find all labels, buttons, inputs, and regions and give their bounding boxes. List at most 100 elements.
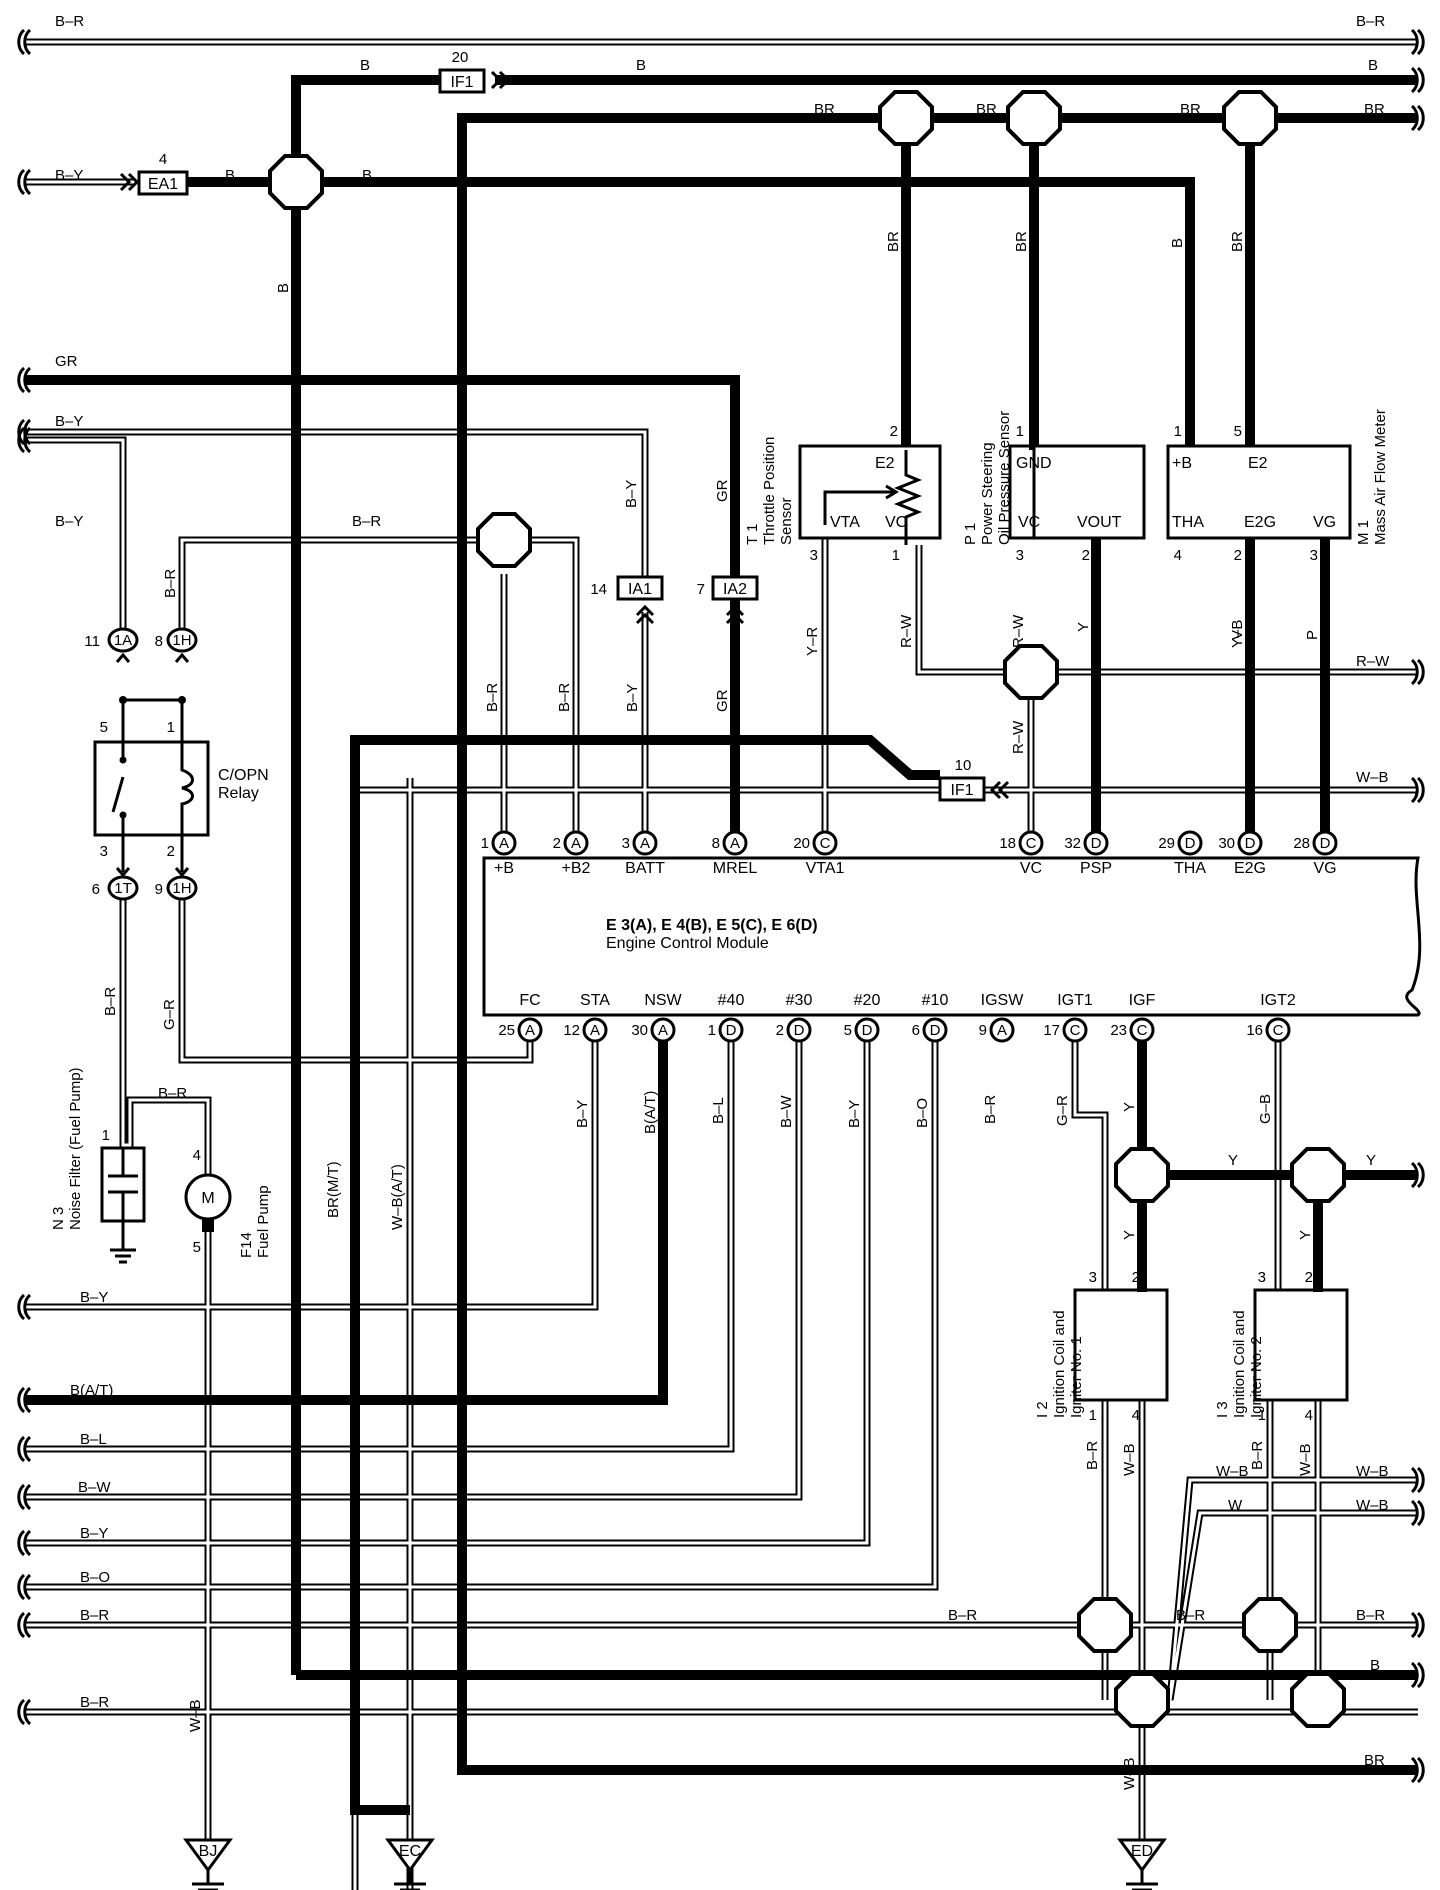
- svg-text:B–Y: B–Y: [80, 1525, 108, 1542]
- connector-ia1: IA1 14: [590, 575, 664, 625]
- svg-text:B–Y: B–Y: [55, 413, 83, 430]
- svg-text:1: 1: [1089, 1407, 1097, 1424]
- svg-text:3: 3: [1310, 547, 1318, 564]
- svg-text:BR: BR: [1229, 231, 1246, 252]
- svg-text:B: B: [362, 167, 372, 184]
- svg-text:1: 1: [102, 1127, 110, 1144]
- ecm-pin-number: 18: [999, 835, 1016, 852]
- svg-text:Y: Y: [1297, 1230, 1314, 1240]
- svg-text:B–L: B–L: [710, 1097, 727, 1124]
- svg-text:2: 2: [167, 843, 175, 860]
- relay-connectors: 1A 11 1H 8 1T 6 1H 9: [84, 627, 198, 901]
- svg-text:B: B: [1368, 57, 1378, 74]
- ecm-pin-number: 16: [1246, 1022, 1263, 1039]
- svg-text:B–W: B–W: [778, 1095, 795, 1128]
- svg-text:Throttle Position: Throttle Position: [761, 437, 778, 545]
- svg-text:EC: EC: [399, 1843, 421, 1860]
- svg-text:B–R: B–R: [352, 513, 381, 530]
- ecm-pin-conn: C: [1273, 1022, 1284, 1039]
- svg-text:W–B: W–B: [1121, 1757, 1138, 1790]
- svg-text:E 3(A), E 4(B), E 5(C), E 6(D): E 3(A), E 4(B), E 5(C), E 6(D): [606, 917, 818, 934]
- svg-text:3: 3: [1016, 547, 1024, 564]
- ecm-pin-conn: D: [1245, 835, 1256, 852]
- svg-text:Noise Filter (Fuel Pump): Noise Filter (Fuel Pump): [67, 1067, 84, 1230]
- svg-text:4: 4: [1132, 1407, 1140, 1424]
- ecm-pin-label: MREL: [713, 860, 758, 877]
- svg-text:7: 7: [697, 581, 705, 598]
- svg-text:B–Y: B–Y: [846, 1100, 863, 1128]
- svg-text:W–B: W–B: [1356, 1497, 1389, 1514]
- svg-text:Engine Control Module: Engine Control Module: [606, 935, 769, 952]
- svg-text:B–R: B–R: [1356, 13, 1385, 30]
- svg-text:Ignition Coil and: Ignition Coil and: [1051, 1310, 1068, 1418]
- svg-text:Relay: Relay: [218, 785, 259, 802]
- svg-text:B: B: [636, 57, 646, 74]
- ecm-pin-number: 28: [1293, 835, 1310, 852]
- ecm-pin-number: 2: [776, 1022, 784, 1039]
- copn-relay: C/OPN Relay 5 1 3 2: [93, 696, 269, 872]
- svg-text:BJ: BJ: [199, 1843, 218, 1860]
- ground-bj: BJ: [184, 1838, 232, 1890]
- ecm-pin-conn: C: [1026, 835, 1037, 852]
- svg-text:Power Steering: Power Steering: [979, 442, 996, 545]
- svg-text:I 3: I 3: [1214, 1401, 1231, 1418]
- svg-text:B–R: B–R: [158, 1085, 187, 1102]
- ecm-pin-conn: A: [571, 835, 581, 852]
- svg-text:4: 4: [1174, 547, 1182, 564]
- svg-text:14: 14: [590, 581, 607, 598]
- svg-text:4: 4: [1305, 1407, 1313, 1424]
- svg-text:P: P: [1304, 630, 1321, 640]
- svg-text:W–B: W–B: [187, 1699, 204, 1732]
- svg-text:BR: BR: [1180, 101, 1201, 118]
- svg-text:1H: 1H: [172, 632, 191, 649]
- svg-text:1H: 1H: [172, 880, 191, 897]
- svg-text:E2G: E2G: [1244, 514, 1276, 531]
- ground-ed: ED: [1118, 1838, 1166, 1890]
- svg-text:N 3: N 3: [50, 1207, 67, 1230]
- connector-ia2: IA2 7: [697, 575, 759, 625]
- svg-text:Y: Y: [1075, 622, 1092, 632]
- power-steering-sensor: GND VC VOUT 1 3 2 P 1 Power Steering Oil…: [962, 411, 1146, 564]
- svg-text:M: M: [201, 1190, 214, 1207]
- ecm-pin-label: THA: [1174, 860, 1206, 877]
- ecm-pin-number: 12: [563, 1022, 580, 1039]
- fuse-if1-top: IF1 20: [438, 49, 511, 94]
- ecm-pin-label: VTA1: [806, 860, 845, 877]
- svg-text:B–R: B–R: [102, 987, 119, 1016]
- svg-text:GR: GR: [714, 479, 731, 502]
- svg-text:G–R: G–R: [1054, 1095, 1071, 1126]
- svg-text:10: 10: [955, 757, 972, 774]
- ecm-pin-number: 1: [481, 835, 489, 852]
- svg-text:G–R: G–R: [161, 999, 178, 1030]
- ecm-pin-label: VC: [1020, 860, 1042, 877]
- ecm-pin-top-0: A1+B: [481, 830, 517, 877]
- svg-text:Sensor: Sensor: [778, 497, 795, 545]
- ecm-pin-number: 20: [793, 835, 810, 852]
- ecm-pin-bottom-6: D6#10: [912, 992, 948, 1043]
- ground-ec: EC: [386, 1838, 434, 1890]
- svg-text:+B: +B: [1172, 455, 1192, 472]
- fuse-if1-mid: IF1 10: [938, 757, 1010, 802]
- ecm-pin-number: 17: [1043, 1022, 1060, 1039]
- svg-text:B: B: [275, 283, 292, 293]
- ecm-pin-number: 9: [979, 1022, 987, 1039]
- svg-text:2: 2: [890, 423, 898, 440]
- ecm-pin-number: 29: [1158, 835, 1175, 852]
- svg-text:B(A/T): B(A/T): [70, 1382, 113, 1399]
- svg-text:3: 3: [1258, 1269, 1266, 1286]
- ecm-pin-conn: A: [997, 1022, 1007, 1039]
- svg-text:B–Y: B–Y: [80, 1289, 108, 1306]
- ecm-pin-conn: D: [794, 1022, 805, 1039]
- ecm-pin-label: IGF: [1129, 992, 1156, 1009]
- ecm-pin-number: 6: [912, 1022, 920, 1039]
- ignition-coil-2: 3 2 1 4 I 3 Ignition Coil and Igniter No…: [1214, 1269, 1349, 1424]
